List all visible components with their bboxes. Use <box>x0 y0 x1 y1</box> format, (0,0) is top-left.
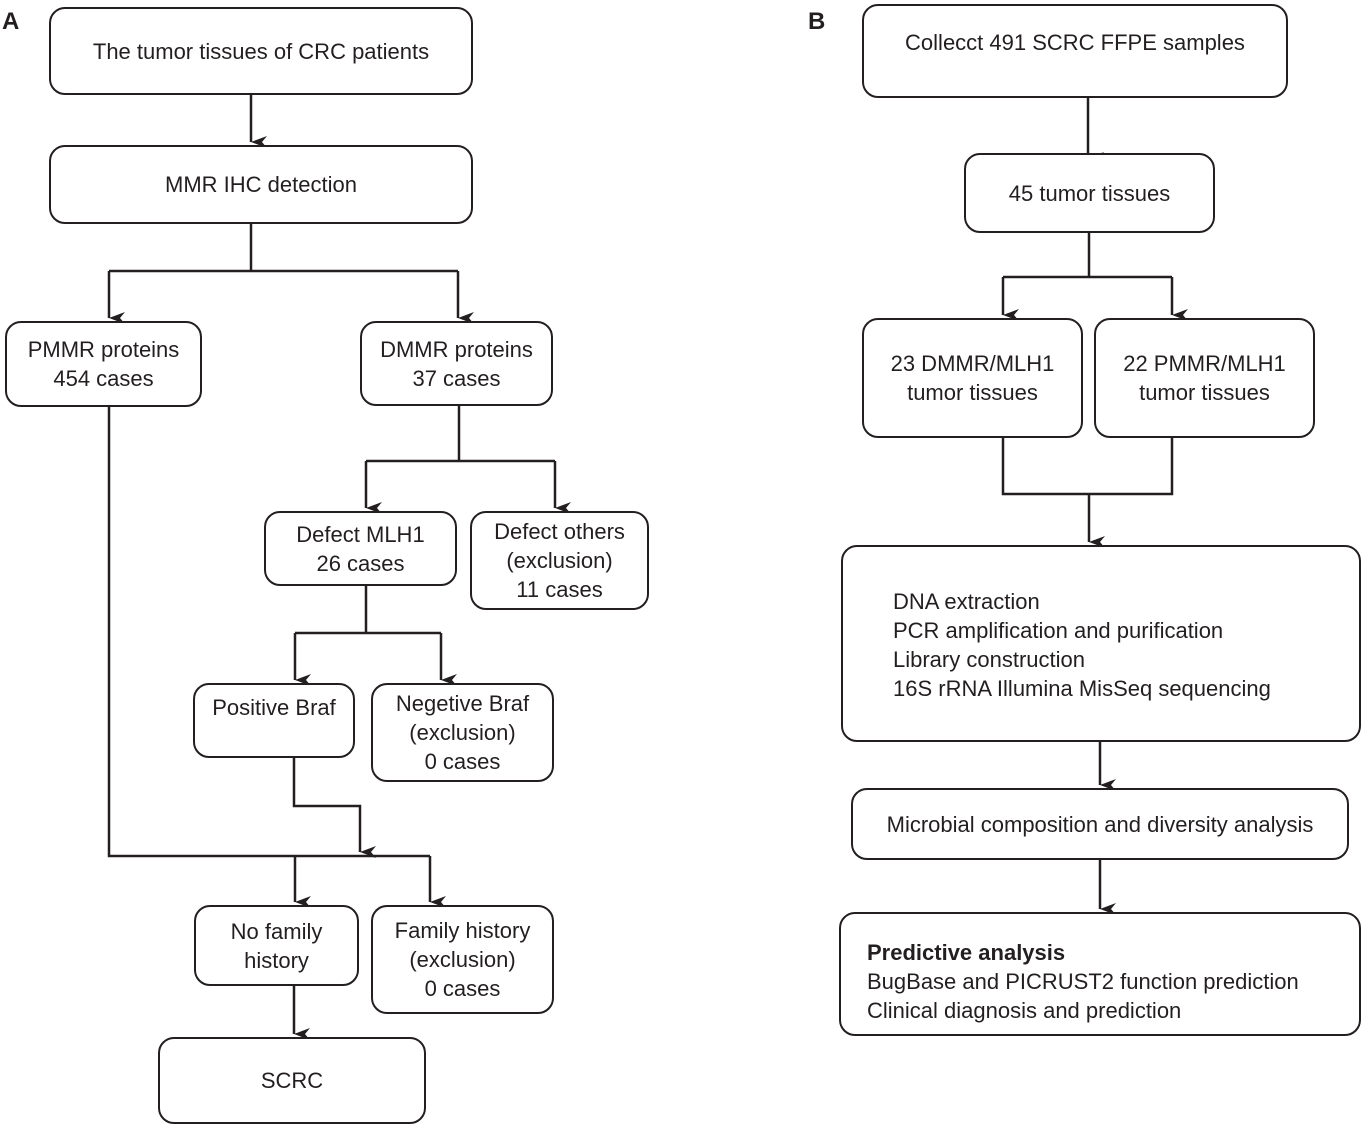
node-crc-tissues: The tumor tissues of CRC patients <box>49 7 473 95</box>
node-negative-braf: Negetive Braf(exclusion)0 cases <box>371 683 554 782</box>
node-family-history: Family history(exclusion)0 cases <box>371 905 554 1014</box>
split-a2 <box>109 224 458 273</box>
node-positive-braf: Positive Braf <box>193 683 355 758</box>
split-dmmr <box>366 406 555 463</box>
node-scrc: SCRC <box>158 1037 426 1124</box>
merge-b <box>1001 438 1174 542</box>
panel-label-b: B <box>808 8 826 35</box>
pmmr-path <box>107 407 430 858</box>
split-b2 <box>1003 233 1172 279</box>
split-mlh1 <box>295 586 441 635</box>
node-microbial-analysis: Microbial composition and diversity anal… <box>851 788 1349 860</box>
node-defect-others: Defect others(exclusion)11 cases <box>470 511 649 610</box>
node-collect-samples: Collecct 491 SCRC FFPE samples <box>862 4 1288 98</box>
panel-label-a: A <box>2 8 20 35</box>
node-45-tumor-tissues: 45 tumor tissues <box>964 153 1215 233</box>
node-mmr-ihc: MMR IHC detection <box>49 145 473 224</box>
braf-path <box>292 758 376 858</box>
